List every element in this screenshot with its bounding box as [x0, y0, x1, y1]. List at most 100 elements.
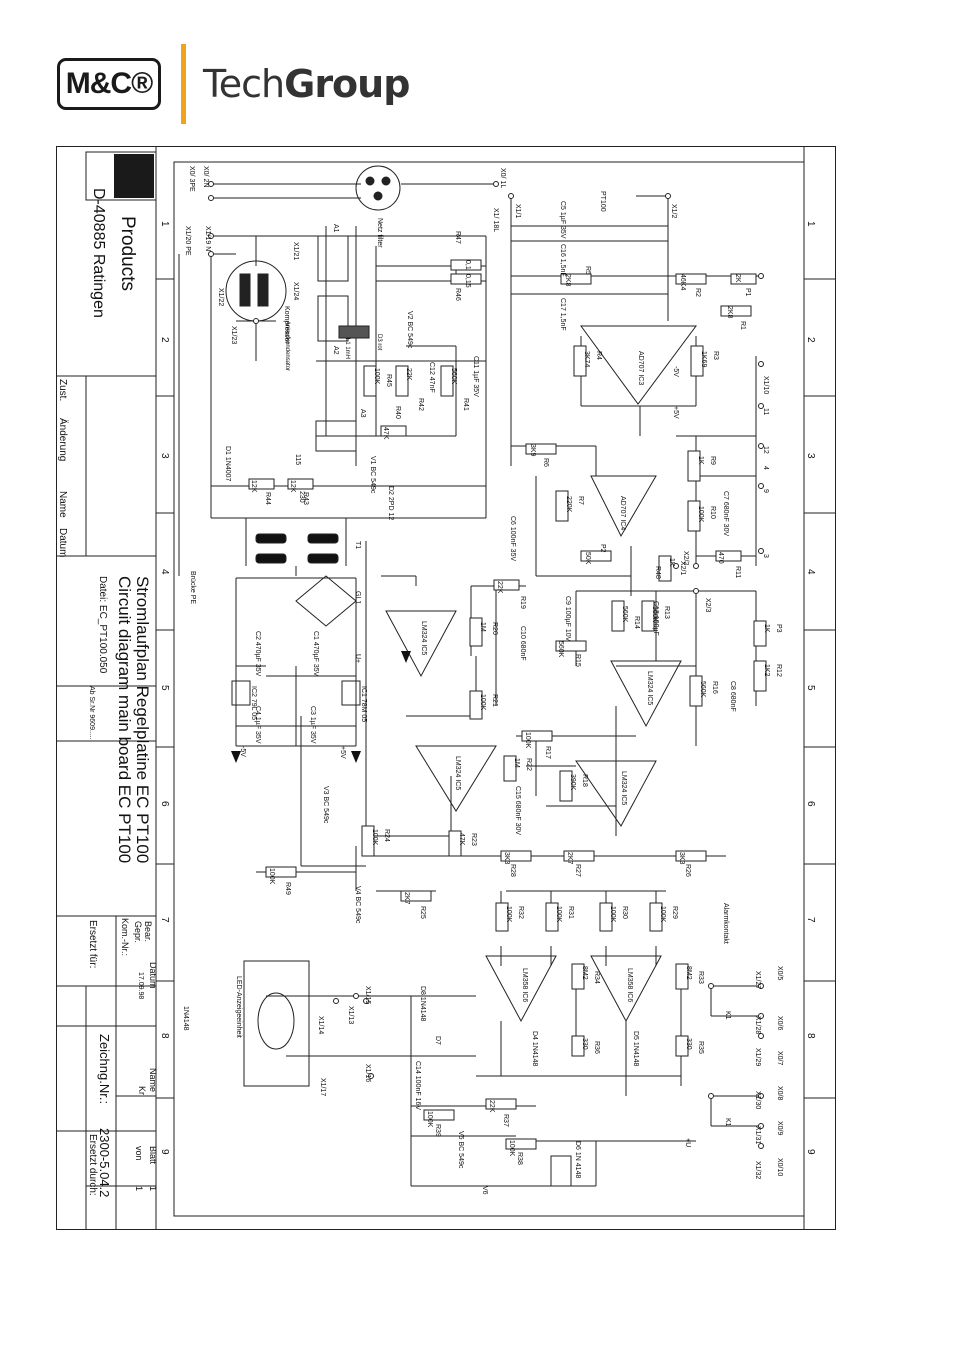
value-r43: 12K: [289, 480, 296, 493]
value-r14: 560K: [621, 606, 628, 623]
terminals: [208, 181, 764, 1149]
label-x1-10: X1/10: [762, 376, 769, 394]
label-c3: C3 1µF 35V: [309, 706, 316, 744]
company-city: D-40885 Ratingen: [90, 188, 107, 318]
value-r13: 560K: [651, 606, 658, 623]
label-c12: C12 47nF: [428, 362, 435, 393]
grid-number-left: 7: [159, 917, 170, 923]
label-x1-4: 4: [762, 466, 769, 470]
ersatz-fuer: Ersetzt für:: [87, 920, 98, 968]
label-d7: D7: [434, 1036, 441, 1045]
value-p1: 2K: [734, 274, 741, 283]
terminal-point: [758, 1013, 764, 1019]
terminal-point: [493, 181, 499, 187]
grid-number-right: 2: [805, 337, 816, 343]
ref-r15n: R15: [574, 654, 581, 667]
optotriac-a1: [317, 235, 349, 282]
ref-r25n: R25: [419, 906, 426, 919]
value-r31: 100K: [555, 906, 562, 923]
label-ic2: IC2 79L 05: [250, 686, 257, 720]
value-r3: 1K69: [700, 351, 707, 367]
components: [225, 165, 697, 1187]
ref-r40n: R40: [394, 406, 401, 419]
compressor-motor-icon: [225, 260, 287, 322]
ref-r27n: R27: [574, 864, 581, 877]
label-d5: D5 1N4148: [632, 1031, 639, 1067]
label-x1-3: 3: [762, 554, 769, 558]
terminal-point: [363, 998, 369, 1004]
resistor-r6: [525, 443, 557, 455]
resistor-r48: [658, 555, 672, 582]
terminal-point: [353, 993, 359, 999]
optocoupler-a3: [315, 420, 357, 452]
value-r23: 47K: [458, 833, 465, 846]
resistor-r30: [599, 902, 613, 932]
label-x1-14: X1/14: [317, 1016, 324, 1034]
kom-nr: Kom.-Nr.:: [120, 918, 130, 956]
ref-r17n: R17: [544, 746, 551, 759]
company-products: Products: [117, 216, 138, 291]
label-x0-10: X0/10: [776, 1158, 783, 1176]
label-v6: V6: [481, 1186, 488, 1195]
col-name: Name: [57, 491, 68, 518]
von-value: 1: [134, 1186, 144, 1191]
ref-r28n: R28: [509, 864, 516, 877]
value-r45: 100K: [373, 368, 380, 385]
terminal-point: [208, 251, 214, 257]
label-c10: C10 680nF: [519, 626, 526, 661]
value-r46: 0,15: [464, 274, 471, 288]
label-x1-27: X1/27: [754, 971, 761, 989]
value-r32: 100K: [505, 906, 512, 923]
value-r24: 100K: [371, 829, 378, 846]
label-v2: V2 BC 549c: [406, 311, 413, 349]
value-r36: 330: [581, 1038, 588, 1050]
terminal-point: [758, 1093, 764, 1099]
relay-k1: [550, 1155, 572, 1187]
regulator-ic2: [231, 680, 251, 706]
resistor-r2: [675, 273, 707, 285]
ref-r2n: R2: [694, 288, 701, 297]
label-d1: D1 1N4007: [224, 446, 231, 482]
ref-r16n: R16: [711, 681, 718, 694]
resistor-r4: [573, 345, 587, 377]
grid-number-right: 7: [805, 917, 816, 923]
terminal-point: [368, 1073, 374, 1079]
label-x0-9: X0/9: [776, 1121, 783, 1136]
label-d2: D2 2PD 12: [387, 486, 394, 520]
drawing-frame: [173, 161, 805, 1217]
label-ic5b: LM324 IC5: [646, 671, 653, 705]
value-r20: 1M: [479, 622, 486, 632]
resistor-r23: [448, 830, 462, 857]
label-u-plus: U+: [354, 654, 361, 663]
regulator-ic1: [341, 680, 361, 706]
resistor-r21: [469, 690, 483, 720]
resistor-r7: [555, 490, 569, 522]
label-x1-32: X1/32: [754, 1161, 761, 1179]
label-c15: C15 680nF 30V: [514, 786, 521, 835]
label-k1b: K1: [724, 1118, 731, 1127]
brand-bold: Group: [284, 62, 410, 106]
ref-p3n: P3: [775, 624, 782, 633]
ref-r37n: R37: [502, 1114, 509, 1127]
label-c8: C8 680nF: [729, 681, 736, 712]
label-alarmkontakt: Alarmkontakt: [722, 903, 729, 944]
ref-r1n: R1: [739, 321, 746, 330]
opamp-ic5d: [575, 760, 657, 827]
led-display-unit: [243, 960, 310, 1087]
wiring: [178, 183, 761, 1187]
label-c11: C11 1µF 35V: [472, 356, 479, 397]
blatt-label: Blatt: [148, 1146, 158, 1165]
label-c2: C2 470µF 35V: [254, 631, 261, 677]
ref-r39n: R39: [434, 1124, 441, 1137]
label-c1: C1 470µF 35V: [312, 631, 319, 677]
value-r28: 3K3: [503, 852, 510, 865]
resistor-r29: [649, 902, 663, 932]
label-anlaufkondensator: Anlaufkondensator: [284, 321, 290, 371]
label-x1-13: X1/13: [347, 1006, 354, 1024]
grid-number-left: 1: [159, 221, 170, 227]
ref-r24n: R24: [383, 829, 390, 842]
label-plus-u: +U: [684, 1138, 691, 1147]
bear-label: Bear.: [143, 921, 153, 942]
resistor-r20: [469, 617, 483, 647]
label-ic6a: LM358 IC6: [521, 968, 528, 1002]
